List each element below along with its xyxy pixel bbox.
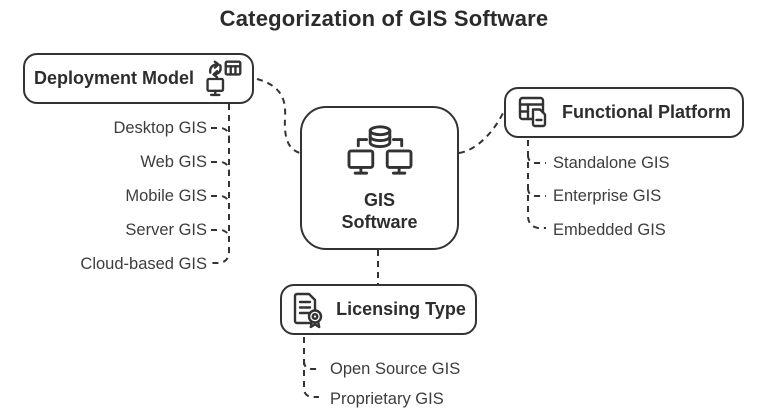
node-functional-platform: Functional Platform [504,87,744,138]
tree-deployment-stub [211,127,230,139]
node-label: Functional Platform [561,102,731,122]
leaf-embedded-gis: Embedded GIS [553,221,666,239]
tree-deployment-trunk [211,104,230,264]
leaf-mobile-gis: Mobile GIS [125,187,207,205]
tree-functional-trunk [527,140,546,229]
leaf-web-gis: Web GIS [140,153,207,171]
tree-deployment-stub [211,229,230,241]
tree-functional-stub [527,187,546,197]
tree-deployment-stub [211,161,230,173]
certificate-document-icon [291,291,327,329]
leaf-enterprise-gis: Enterprise GIS [553,187,662,205]
leaf-server-gis: Server GIS [125,221,207,239]
leaf-cloud-based-gis: Cloud-based GIS [80,255,207,273]
database-two-monitors-icon [344,123,416,185]
node-licensing-type: Licensing Type [280,284,477,335]
node-label: GIS Software [341,189,418,233]
table-document-icon [517,95,553,131]
tree-licensing-trunk [303,337,319,398]
tree-functional-stub [527,154,546,164]
edge-deployment-center [256,78,301,154]
node-label: Deployment Model [33,68,194,88]
node-label: Licensing Type [336,299,466,319]
monitor-sync-table-icon [203,59,243,99]
edge-center-functional [458,110,505,154]
tree-licensing-stub [303,360,320,370]
node-gis-software: GIS Software [300,106,459,250]
tree-deployment-stub [211,195,230,207]
diagram-title: Categorization of GIS Software [219,6,549,31]
leaf-desktop-gis: Desktop GIS [113,119,207,137]
leaf-proprietary-gis: Proprietary GIS [330,390,444,408]
node-deployment-model: Deployment Model [23,53,254,104]
leaf-standalone-gis: Standalone GIS [553,154,670,172]
leaf-open-source-gis: Open Source GIS [330,360,461,378]
